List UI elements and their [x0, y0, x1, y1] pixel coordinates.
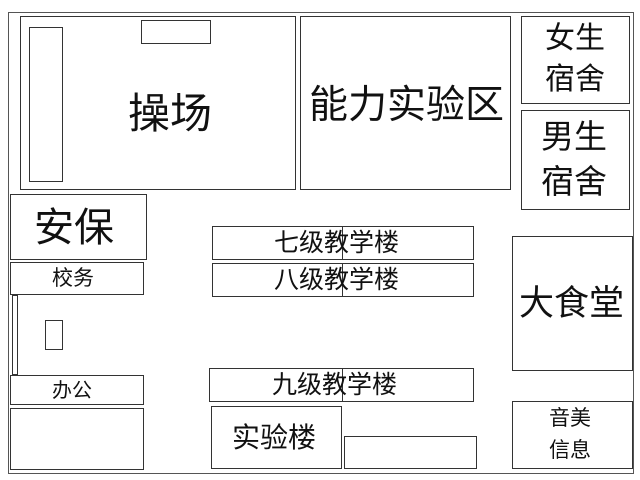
lab-building-label: 实验楼: [232, 421, 317, 454]
school-affairs-label: 校务: [52, 266, 94, 290]
small-gate: [45, 320, 63, 350]
school-affairs-block[interactable]: [10, 262, 144, 295]
grade9-building-block[interactable]: [209, 368, 474, 402]
security-block[interactable]: [10, 194, 147, 260]
ability-lab-zone-label: 能力实验区: [309, 83, 505, 128]
cafeteria-block[interactable]: [512, 236, 633, 371]
playground-track-left: [29, 27, 63, 182]
grade8-building-divider: [342, 263, 343, 297]
ability-lab-zone-block[interactable]: [300, 16, 511, 190]
grade9-building-divider: [342, 368, 343, 402]
grade7-building-divider: [342, 226, 343, 260]
girls-dorm-block[interactable]: [521, 16, 630, 104]
office-label: 办公: [52, 378, 92, 402]
grade7-building-label: 七级教学楼: [274, 228, 400, 257]
music-art-info-label-line2: 信息: [549, 438, 591, 462]
girls-dorm-label-line2: 宿舍: [545, 62, 605, 97]
grade8-building-block[interactable]: [212, 263, 474, 297]
girls-dorm-label-line1: 女生: [545, 21, 605, 56]
bottom-left-lot: [10, 408, 144, 470]
boys-dorm-label-line1: 男生: [541, 117, 607, 156]
playground-stand-top: [141, 20, 211, 44]
boys-dorm-block[interactable]: [521, 110, 630, 210]
grade8-building-label: 八级教学楼: [274, 265, 400, 294]
music-art-info-label-line1: 音美: [549, 406, 591, 430]
annex-block: [344, 436, 477, 469]
security-label: 安保: [34, 205, 114, 251]
grade9-building-label: 九级教学楼: [272, 370, 398, 399]
grade7-building-block[interactable]: [212, 226, 474, 260]
boys-dorm-label-line2: 宿舍: [541, 162, 607, 201]
music-art-info-block[interactable]: [512, 401, 633, 469]
office-block[interactable]: [10, 375, 144, 405]
left-corridor: [12, 295, 18, 375]
cafeteria-label: 大食堂: [519, 284, 625, 324]
lab-building-block[interactable]: [211, 406, 342, 469]
playground-block[interactable]: [20, 16, 296, 190]
playground-label: 操场: [128, 89, 213, 138]
